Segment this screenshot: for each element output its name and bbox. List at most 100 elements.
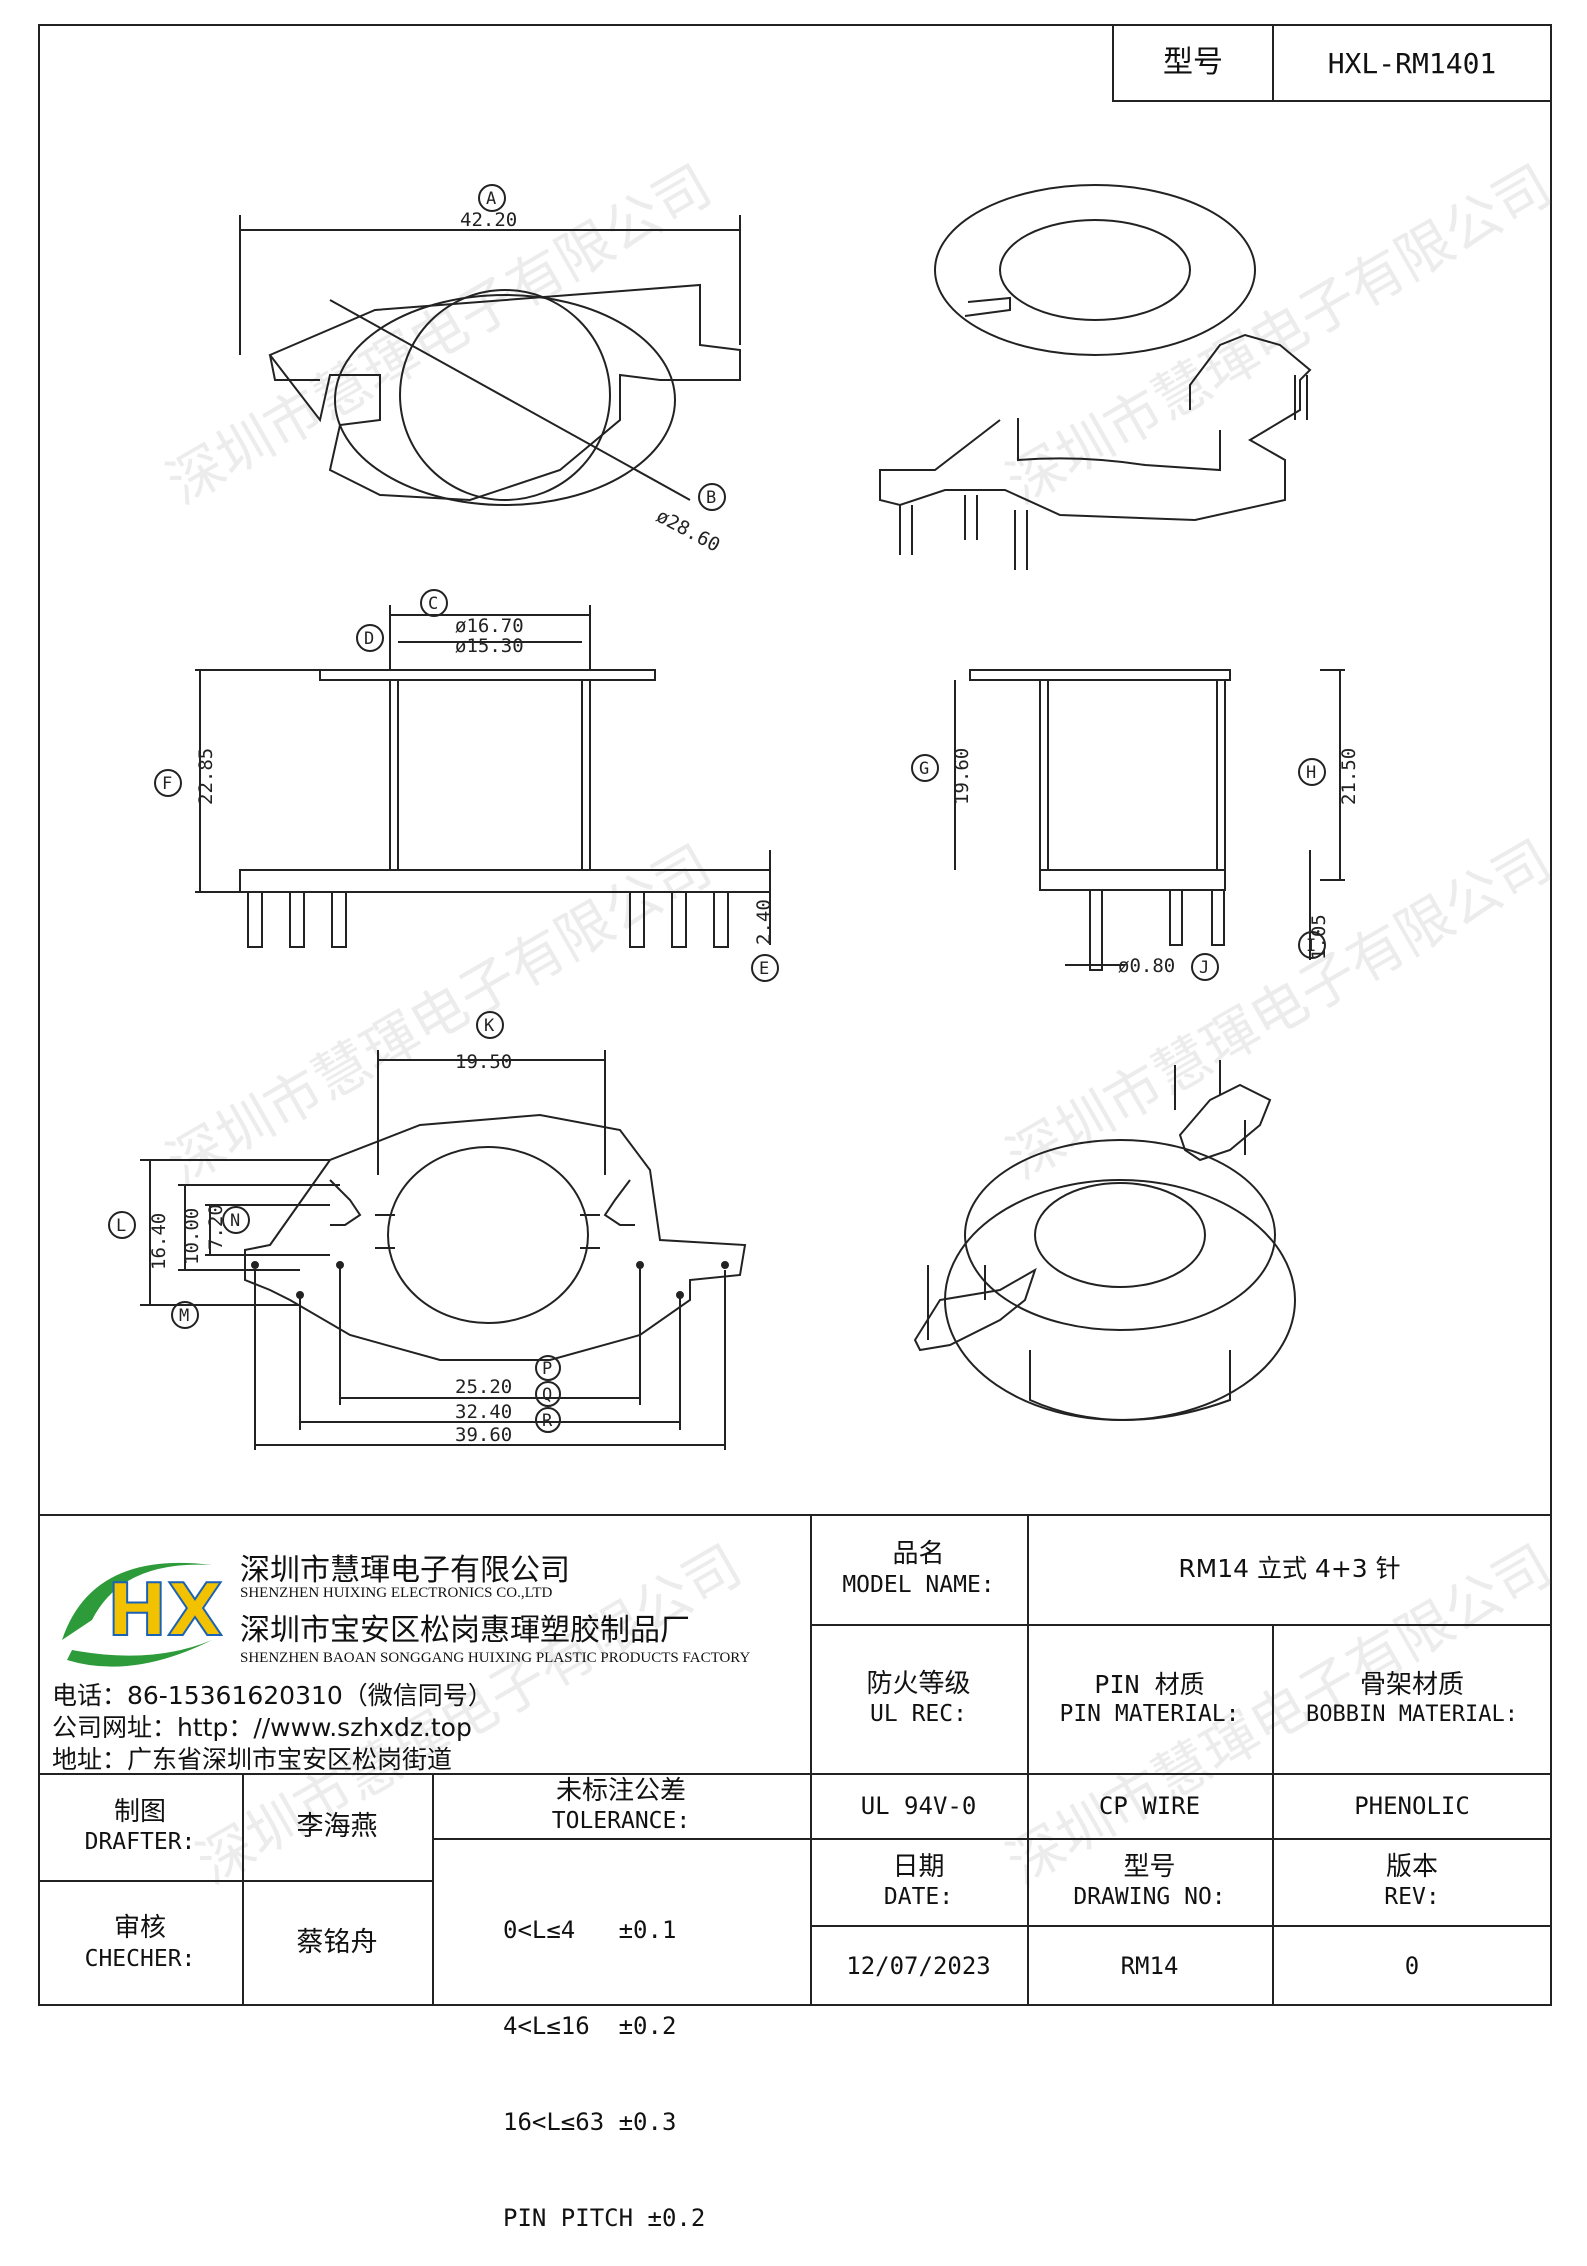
tolerance-label: 未标注公差 TOLERANCE: bbox=[432, 1773, 810, 1838]
model-name-value-text: RM14 立式 4+3 针 bbox=[1178, 1554, 1401, 1584]
pin-value: CP WIRE bbox=[1027, 1773, 1272, 1838]
factory-name-en: SHENZHEN BAOAN SONGGANG HUIXING PLASTIC … bbox=[240, 1650, 751, 1666]
dim-R: 39.60 bbox=[455, 1424, 512, 1446]
tb-h2 bbox=[38, 1773, 1552, 1775]
callout-F: F bbox=[154, 769, 182, 797]
model-name-label: 品名 MODEL NAME: bbox=[810, 1514, 1027, 1624]
dim-D: ø15.30 bbox=[455, 635, 524, 657]
tb-h3 bbox=[810, 1838, 1552, 1840]
tolerance-label-en: TOLERANCE: bbox=[551, 1808, 691, 1835]
checker-label-cn: 审核 bbox=[113, 1913, 166, 1944]
tolerance-table: 0<L≤4 ±0.1 4<L≤16 ±0.2 16<L≤63 ±0.3 PIN … bbox=[503, 1850, 705, 2266]
tolerance-line: 4<L≤16 ±0.2 bbox=[503, 2012, 677, 2040]
date-label-en: DATE: bbox=[883, 1884, 954, 1911]
dim-K: 19.50 bbox=[455, 1051, 512, 1073]
svg-text:K: K bbox=[484, 1016, 495, 1036]
bottom-view bbox=[140, 1050, 747, 1450]
company-address: 地址：广东省深圳市宝安区松岗街道 bbox=[52, 1745, 453, 1774]
bobbin-label: 骨架材质 BOBBIN MATERIAL: bbox=[1272, 1624, 1552, 1773]
date-value-text: 12/07/2023 bbox=[846, 1951, 991, 1980]
ul-label-en: UL REC: bbox=[870, 1701, 967, 1728]
dim-Q: 32.40 bbox=[455, 1401, 512, 1423]
tb-v3 bbox=[1272, 1624, 1274, 2006]
svg-text:L: L bbox=[116, 1216, 126, 1236]
model-name-label-en: MODEL NAME: bbox=[842, 1571, 995, 1598]
drawing-frame bbox=[38, 24, 1552, 2006]
svg-text:B: B bbox=[706, 488, 716, 508]
svg-text:D: D bbox=[364, 629, 374, 649]
bobbin-label-cn: 骨架材质 bbox=[1359, 1669, 1464, 1700]
pin-label-en: PIN MATERIAL: bbox=[1059, 1700, 1240, 1727]
rev-label-cn: 版本 bbox=[1385, 1851, 1438, 1882]
svg-text:J: J bbox=[1199, 958, 1209, 978]
front-view bbox=[195, 605, 771, 948]
date-label: 日期 DATE: bbox=[810, 1838, 1027, 1925]
callout-D: D bbox=[356, 624, 384, 652]
drawing-no-value: RM14 bbox=[1027, 1925, 1272, 2006]
drawing-no-value-text: RM14 bbox=[1120, 1951, 1179, 1980]
svg-text:H: H bbox=[1306, 763, 1316, 783]
dim-C: ø16.70 bbox=[455, 615, 524, 637]
model-name-label-cn: 品名 bbox=[892, 1539, 945, 1570]
drafter-label: 制图 DRAFTER: bbox=[38, 1773, 242, 1880]
checker-value-text: 蔡铭舟 bbox=[296, 1927, 378, 1959]
checker-value: 蔡铭舟 bbox=[242, 1880, 432, 2006]
tb-h6 bbox=[432, 1838, 810, 1840]
model-header-value: HXL-RM1401 bbox=[1272, 24, 1552, 102]
iso-top-view bbox=[879, 184, 1312, 570]
tb-v1 bbox=[810, 1514, 812, 2006]
date-label-cn: 日期 bbox=[892, 1851, 945, 1882]
dim-G: 19.60 bbox=[951, 748, 973, 805]
ul-value-text: UL 94V-0 bbox=[860, 1791, 977, 1820]
pin-label-cn: PIN 材质 bbox=[1094, 1669, 1205, 1699]
company-name-en: SHENZHEN HUIXING ELECTRONICS CO.,LTD bbox=[240, 1585, 553, 1601]
model-name-value: RM14 立式 4+3 针 bbox=[1027, 1514, 1552, 1624]
callout-A: A bbox=[478, 184, 506, 212]
svg-text:E: E bbox=[759, 959, 769, 979]
tb-v4 bbox=[242, 1773, 244, 2006]
ul-value: UL 94V-0 bbox=[810, 1773, 1027, 1838]
bobbin-value-text: PHENOLIC bbox=[1354, 1791, 1470, 1820]
callout-B: B bbox=[698, 483, 726, 511]
callout-E: E bbox=[751, 954, 779, 982]
callout-Q: Q bbox=[535, 1381, 561, 1407]
pin-value-text: CP WIRE bbox=[1098, 1791, 1201, 1820]
callout-P: P bbox=[535, 1355, 561, 1381]
drafter-value: 李海燕 bbox=[242, 1773, 432, 1880]
svg-text:C: C bbox=[428, 594, 438, 614]
tolerance-line: 16<L≤63 ±0.3 bbox=[503, 2108, 677, 2136]
callout-L: L bbox=[108, 1211, 136, 1239]
svg-text:Q: Q bbox=[542, 1385, 552, 1405]
model-header-label-text: 型号 bbox=[1163, 45, 1223, 81]
dim-J: ø0.80 bbox=[1118, 955, 1175, 977]
dim-L: 16.40 bbox=[148, 1213, 170, 1270]
checker-label: 审核 CHECHER: bbox=[38, 1880, 242, 2006]
rev-label-en: REV: bbox=[1384, 1884, 1440, 1911]
callout-G: G bbox=[911, 754, 939, 782]
callout-J: J bbox=[1191, 953, 1219, 981]
drafter-label-cn: 制图 bbox=[113, 1796, 166, 1827]
svg-text:I: I bbox=[1306, 936, 1316, 956]
rev-value-text: 0 bbox=[1404, 1951, 1420, 1980]
svg-text:M: M bbox=[179, 1306, 189, 1326]
dim-F: 22.85 bbox=[195, 748, 217, 805]
svg-text:R: R bbox=[542, 1411, 553, 1431]
checker-label-en: CHECHER: bbox=[84, 1945, 196, 1972]
tb-h4 bbox=[810, 1925, 1552, 1927]
tb-v5 bbox=[432, 1773, 434, 2006]
dim-A: 42.20 bbox=[460, 209, 517, 231]
company-logo: HX bbox=[52, 1540, 227, 1675]
model-header-label: 型号 bbox=[1112, 24, 1272, 102]
svg-text:A: A bbox=[486, 189, 496, 209]
company-name-cn: 深圳市慧琿电子有限公司 bbox=[240, 1553, 570, 1588]
tb-v2 bbox=[1027, 1514, 1029, 2006]
dim-P: 25.20 bbox=[455, 1376, 512, 1398]
dim-N1: 10.00 bbox=[181, 1208, 203, 1265]
logo-swoosh-blue bbox=[67, 1640, 212, 1667]
rev-value: 0 bbox=[1272, 1925, 1552, 2006]
callout-R: R bbox=[535, 1407, 561, 1433]
bobbin-value: PHENOLIC bbox=[1272, 1773, 1552, 1838]
rev-label: 版本 REV: bbox=[1272, 1838, 1552, 1925]
bobbin-label-en: BOBBIN MATERIAL: bbox=[1306, 1702, 1518, 1727]
svg-text:P: P bbox=[542, 1359, 552, 1379]
